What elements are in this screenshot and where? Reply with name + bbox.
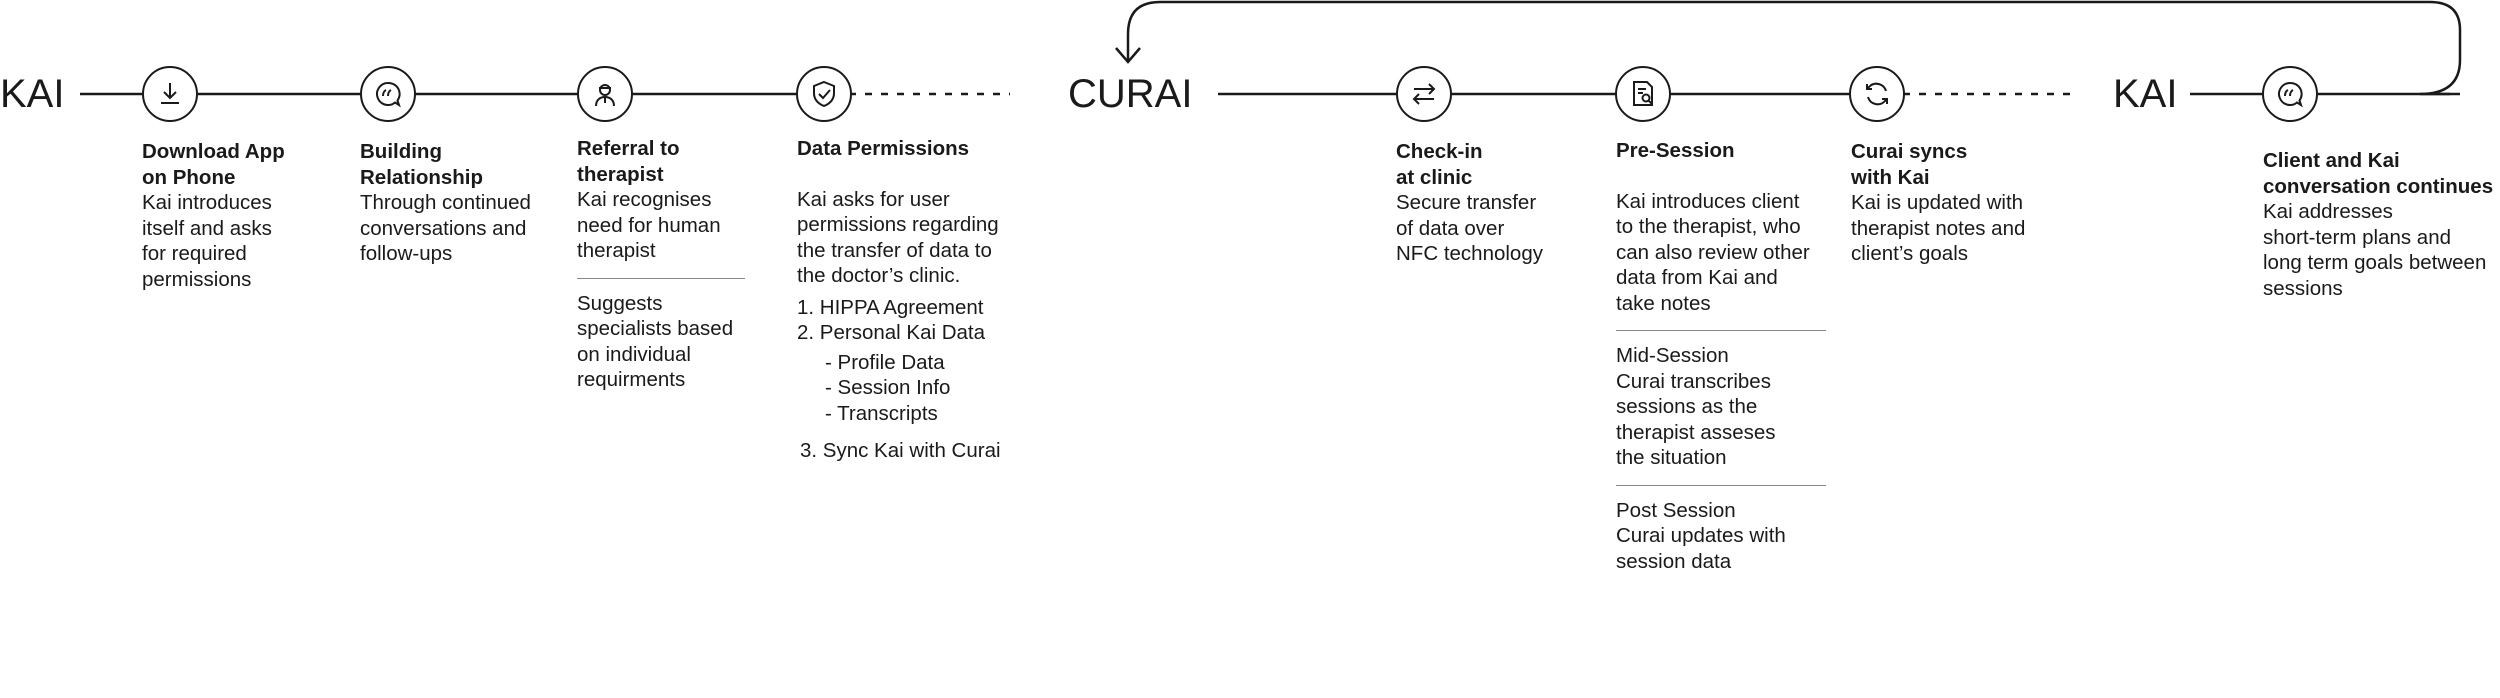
step-referral: Referral to therapist Kai recognises nee… xyxy=(577,136,745,393)
step-title: Check-in at clinic xyxy=(1396,140,1483,189)
list-item: 3. Sync Kai with Curai xyxy=(800,439,1001,462)
step-curai-sync: Curai syncs with Kai Kai is updated with… xyxy=(1851,139,2051,267)
step-description: Kai addresses short-term plans and long … xyxy=(2263,200,2487,300)
post-session-text: Post Session Curai updates with session … xyxy=(1616,498,1786,573)
list-item: - Profile Data xyxy=(825,350,945,374)
shield-check-icon xyxy=(796,66,852,122)
step-description: Kai asks for user permissions regarding … xyxy=(797,187,999,288)
step-description: Secure transfer of data over NFC technol… xyxy=(1396,191,1543,265)
step-description: Kai introduces itself and asks for requi… xyxy=(142,191,272,291)
permission-list: 1. HIPPA Agreement 2. Personal Kai Data xyxy=(797,295,1037,346)
divider xyxy=(577,277,745,279)
step-download-app: Download App on Phone Kai introduces its… xyxy=(142,139,322,292)
loop-back-arrow xyxy=(1126,0,2462,96)
divider xyxy=(1616,330,1826,331)
personal-data-sublist: - Profile Data - Session Info - Transcri… xyxy=(797,350,1037,427)
step-title: Building Relationship xyxy=(360,140,484,189)
chat-bubble-icon xyxy=(360,66,416,122)
step-description: Kai introduces client to the therapist, … xyxy=(1616,189,1810,315)
loop-back-arrowhead xyxy=(1115,47,1141,64)
step-title: Data Permissions xyxy=(797,137,970,160)
doctor-icon xyxy=(577,66,633,122)
step-description: Kai is updated with therapist notes and … xyxy=(1851,191,2026,265)
step-data-permissions: Data Permissions Kai asks for user permi… xyxy=(797,136,1037,464)
download-icon xyxy=(142,66,198,122)
divider xyxy=(1616,484,1826,486)
step-description: Through continued conversations and foll… xyxy=(360,191,531,265)
list-item: 1. HIPPA Agreement xyxy=(797,295,984,319)
kai-brand-left: KAI xyxy=(0,72,65,116)
step-title: Pre-Session xyxy=(1616,139,1735,162)
mid-session-text: Mid-Session Curai transcribes sessions a… xyxy=(1616,344,1776,469)
step-check-in: Check-in at clinic Secure transfer of da… xyxy=(1396,139,1576,267)
curai-brand: CURAI xyxy=(1068,72,1193,116)
step-title: Client and Kai conversation continues xyxy=(2263,149,2494,198)
step-session: Pre-Session Kai introduces client to the… xyxy=(1616,138,1826,574)
kai-brand-right: KAI xyxy=(2113,72,2178,116)
step-description: Kai recognises need for human therapist xyxy=(577,188,721,262)
step-title: Download App on Phone xyxy=(142,140,285,189)
list-item: 2. Personal Kai Data xyxy=(797,321,986,344)
transfer-arrows-icon xyxy=(1396,66,1452,122)
step-title: Referral to therapist xyxy=(577,137,680,186)
chat-bubble-icon xyxy=(2262,66,2318,122)
list-item: - Transcripts xyxy=(825,401,938,425)
list-item: - Session Info xyxy=(825,376,951,399)
sync-icon xyxy=(1849,66,1905,122)
step-title: Curai syncs with Kai xyxy=(1851,140,1968,189)
step-building-relationship: Building Relationship Through continued … xyxy=(360,139,560,267)
document-search-icon xyxy=(1615,66,1671,122)
step-conversation-continues: Client and Kai conversation continues Ka… xyxy=(2263,148,2498,301)
step-extra: Suggests specialists based on individual… xyxy=(577,291,734,392)
